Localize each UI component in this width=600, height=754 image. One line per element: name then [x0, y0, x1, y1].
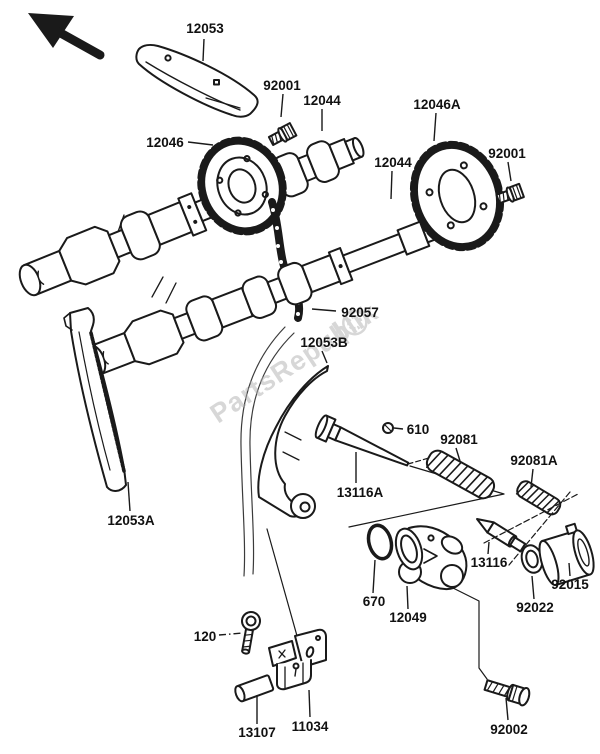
leader-line-92081A: [530, 468, 534, 488]
view-direction-arrow-icon: [28, 13, 105, 60]
leader-line-12046A: [433, 112, 437, 142]
watermark-gear-circle-logo-icon: [331, 309, 368, 346]
chain-run-ghost-lines: [240, 326, 295, 577]
leader-line-120: [218, 632, 244, 636]
tensioner-rod-13116A: [314, 414, 410, 467]
part-label-12046A: 12046A: [413, 97, 461, 112]
part-label-12044: 12044: [374, 155, 412, 170]
leader-line-92001: [507, 161, 512, 182]
leader-line-13116: [487, 541, 490, 555]
leader-line-92001: [280, 93, 284, 118]
leader-line-12044: [390, 170, 393, 200]
tensioner-body-12049: [394, 525, 468, 591]
part-label-120: 120: [194, 629, 217, 644]
leader-line-92015: [568, 562, 571, 577]
part-label-92002: 92002: [490, 722, 528, 737]
part-label-12046: 12046: [146, 135, 184, 150]
cam-sprocket-12046: [197, 136, 287, 236]
pin-13107: [234, 674, 275, 703]
leader-line-12053: [202, 38, 205, 62]
tensioner-arm-12053B: [257, 365, 329, 519]
cap-92015: [538, 522, 595, 587]
assembly-line-body-to-bolt: [444, 583, 488, 680]
part-label-12044: 12044: [303, 93, 341, 108]
part-label-92081: 92081: [440, 432, 478, 447]
tensioner-spring-92081: [425, 449, 496, 500]
axis-rod-to-spring: [407, 457, 430, 465]
part-label-610: 610: [407, 422, 430, 437]
leader-line-12049: [406, 585, 409, 610]
part-label-12049: 12049: [389, 610, 427, 625]
cam-sprocket-12046A: [409, 140, 505, 252]
part-label-670: 670: [363, 594, 386, 609]
part-label-92001: 92001: [488, 146, 526, 161]
leader-line-11034: [308, 689, 311, 718]
axis-dash-lines: [483, 491, 579, 566]
sprocket-bolt-92001-left: [267, 122, 298, 146]
assembly-line-arm-to-bracket: [266, 528, 300, 644]
pivot-bolt-120: [241, 611, 261, 655]
part-label-92057: 92057: [341, 305, 379, 320]
mount-bolt-92002: [483, 679, 531, 707]
leader-line-12053B: [321, 350, 328, 364]
leader-line-92022: [531, 575, 535, 600]
chain-guide-12053A: [63, 307, 127, 492]
part-label-11034: 11034: [292, 719, 329, 734]
part-label-92015: 92015: [551, 577, 589, 592]
part-label-12053: 12053: [186, 21, 224, 36]
leader-line-12046: [187, 141, 214, 146]
leader-line-92057: [311, 308, 337, 312]
sprocket-bolt-92001-right: [495, 182, 525, 205]
part-label-12053A: 12053A: [107, 513, 155, 528]
leader-line-12053A: [127, 481, 131, 512]
push-rod-13116: [476, 518, 527, 553]
leader-line-610: [393, 427, 404, 430]
screw-610: [382, 422, 394, 434]
part-label-92022: 92022: [516, 600, 554, 615]
leader-line-670: [372, 559, 376, 594]
tensioner-spring-92081A: [515, 480, 562, 516]
leader-line-92002: [505, 697, 509, 721]
bracket-11034: [268, 628, 327, 691]
part-label-12053B: 12053B: [300, 335, 348, 350]
o-ring-670: [366, 523, 394, 561]
part-label-13116: 13116: [471, 555, 508, 570]
part-label-92081A: 92081A: [510, 453, 558, 468]
chain-guide-plate-12053: [135, 44, 259, 118]
part-label-92001: 92001: [263, 78, 301, 93]
part-label-13107: 13107: [238, 725, 276, 740]
leader-line-92081: [455, 447, 461, 462]
part-label-13116A: 13116A: [337, 485, 384, 500]
